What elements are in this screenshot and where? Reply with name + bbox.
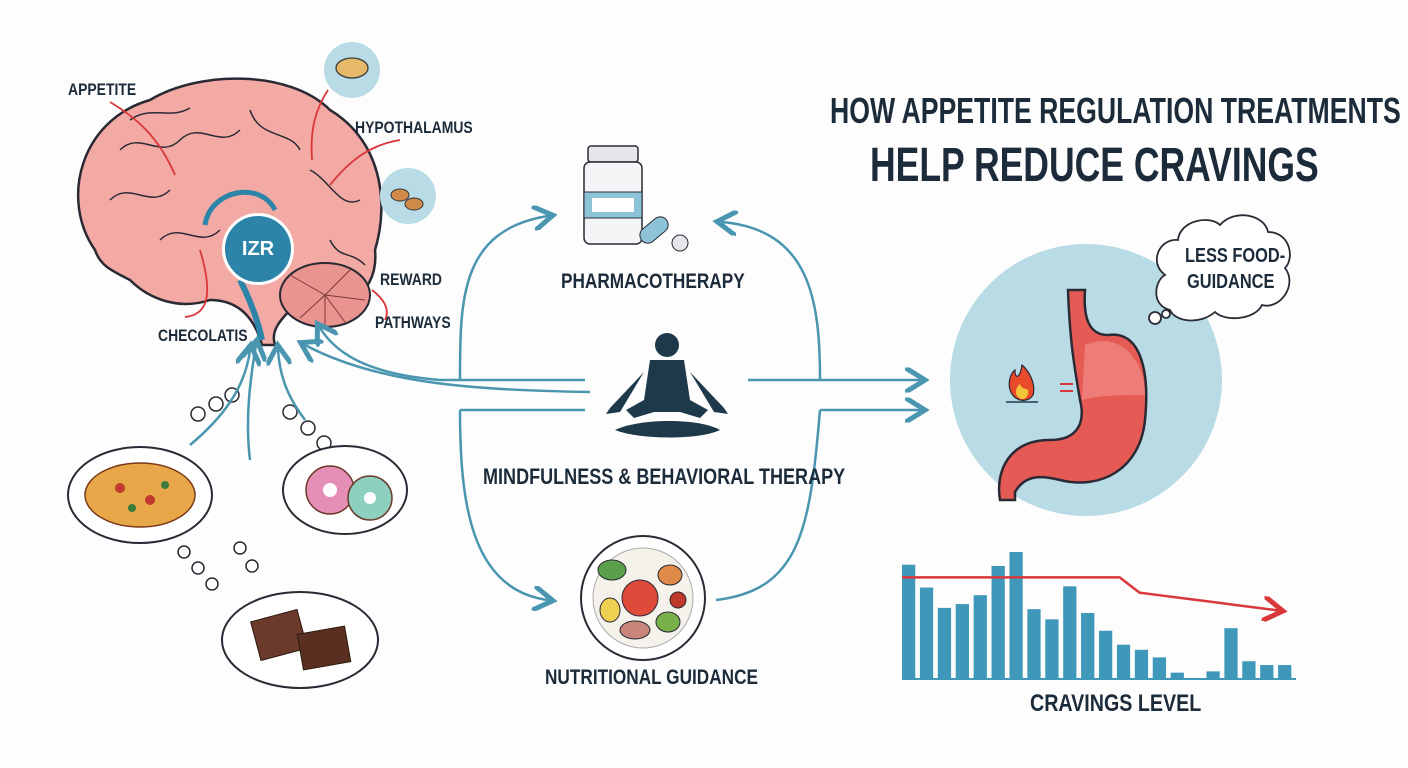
chocolate-icon — [250, 608, 308, 662]
thought-cloud — [1148, 214, 1291, 325]
thought-line-1: LESS FOOD- — [1185, 245, 1286, 267]
bar — [1027, 609, 1041, 679]
brain-illustration — [76, 77, 383, 347]
bar — [1116, 644, 1131, 679]
bar — [1206, 671, 1220, 679]
bar — [1152, 657, 1166, 679]
chocolate-thought-bubble — [221, 591, 379, 689]
callout-lines — [109, 89, 401, 321]
label-chocolates: CHECOLATIS — [158, 326, 248, 345]
meditation-figure-icon — [606, 333, 728, 438]
title-line-1: HOW APPETITE REGULATION TREATMENTS — [830, 90, 1401, 131]
bar — [902, 564, 916, 679]
bar — [973, 595, 987, 679]
thought-line-2: GUIDANCE — [1187, 271, 1275, 293]
label-reward: REWARD — [380, 270, 442, 289]
thought-dots — [177, 387, 332, 591]
bar — [1242, 661, 1256, 679]
bar — [1134, 649, 1149, 679]
label-mindfulness: MINDFULNESS & BEHAVIORAL THERAPY — [483, 464, 846, 489]
bar — [1170, 672, 1184, 679]
salad-plate-icon — [580, 535, 706, 661]
chart-xlabel: CRAVINGS LEVEL — [1030, 690, 1202, 717]
label-nutritional-guidance: NUTRITIONAL GUIDANCE — [545, 666, 759, 689]
label-appetite: APPETITE — [68, 80, 137, 99]
trend-line — [902, 576, 1278, 610]
cravings-bar-chart — [902, 552, 1296, 680]
bar — [1045, 619, 1059, 679]
bar — [1260, 665, 1274, 679]
label-pharmacotherapy: PHARMACOTHERAPY — [561, 270, 745, 293]
bar — [1099, 630, 1113, 679]
pill-bottle-icon — [583, 145, 689, 252]
bar — [919, 587, 934, 679]
flow-arrows — [189, 216, 920, 600]
label-pathways: PATHWAYS — [375, 313, 451, 332]
title-line-2: HELP REDUCE CRAVINGS — [870, 139, 1319, 192]
label-hypothalamus: HYPOTHALAMUS — [355, 118, 473, 137]
bar — [1224, 628, 1238, 679]
fire-icon — [1006, 363, 1073, 403]
donut-thought-bubble — [282, 445, 408, 535]
pizza-icon — [84, 462, 196, 528]
nuts-icon — [390, 188, 410, 202]
burger-icon — [335, 57, 369, 79]
izr-badge: IZR — [222, 213, 294, 285]
bar — [991, 565, 1005, 679]
bar — [1063, 586, 1077, 679]
bar — [955, 604, 969, 679]
bar — [1278, 665, 1292, 679]
pizza-thought-bubble — [67, 446, 213, 544]
bar — [937, 607, 952, 679]
bar — [1081, 612, 1095, 679]
bar — [1009, 552, 1023, 679]
